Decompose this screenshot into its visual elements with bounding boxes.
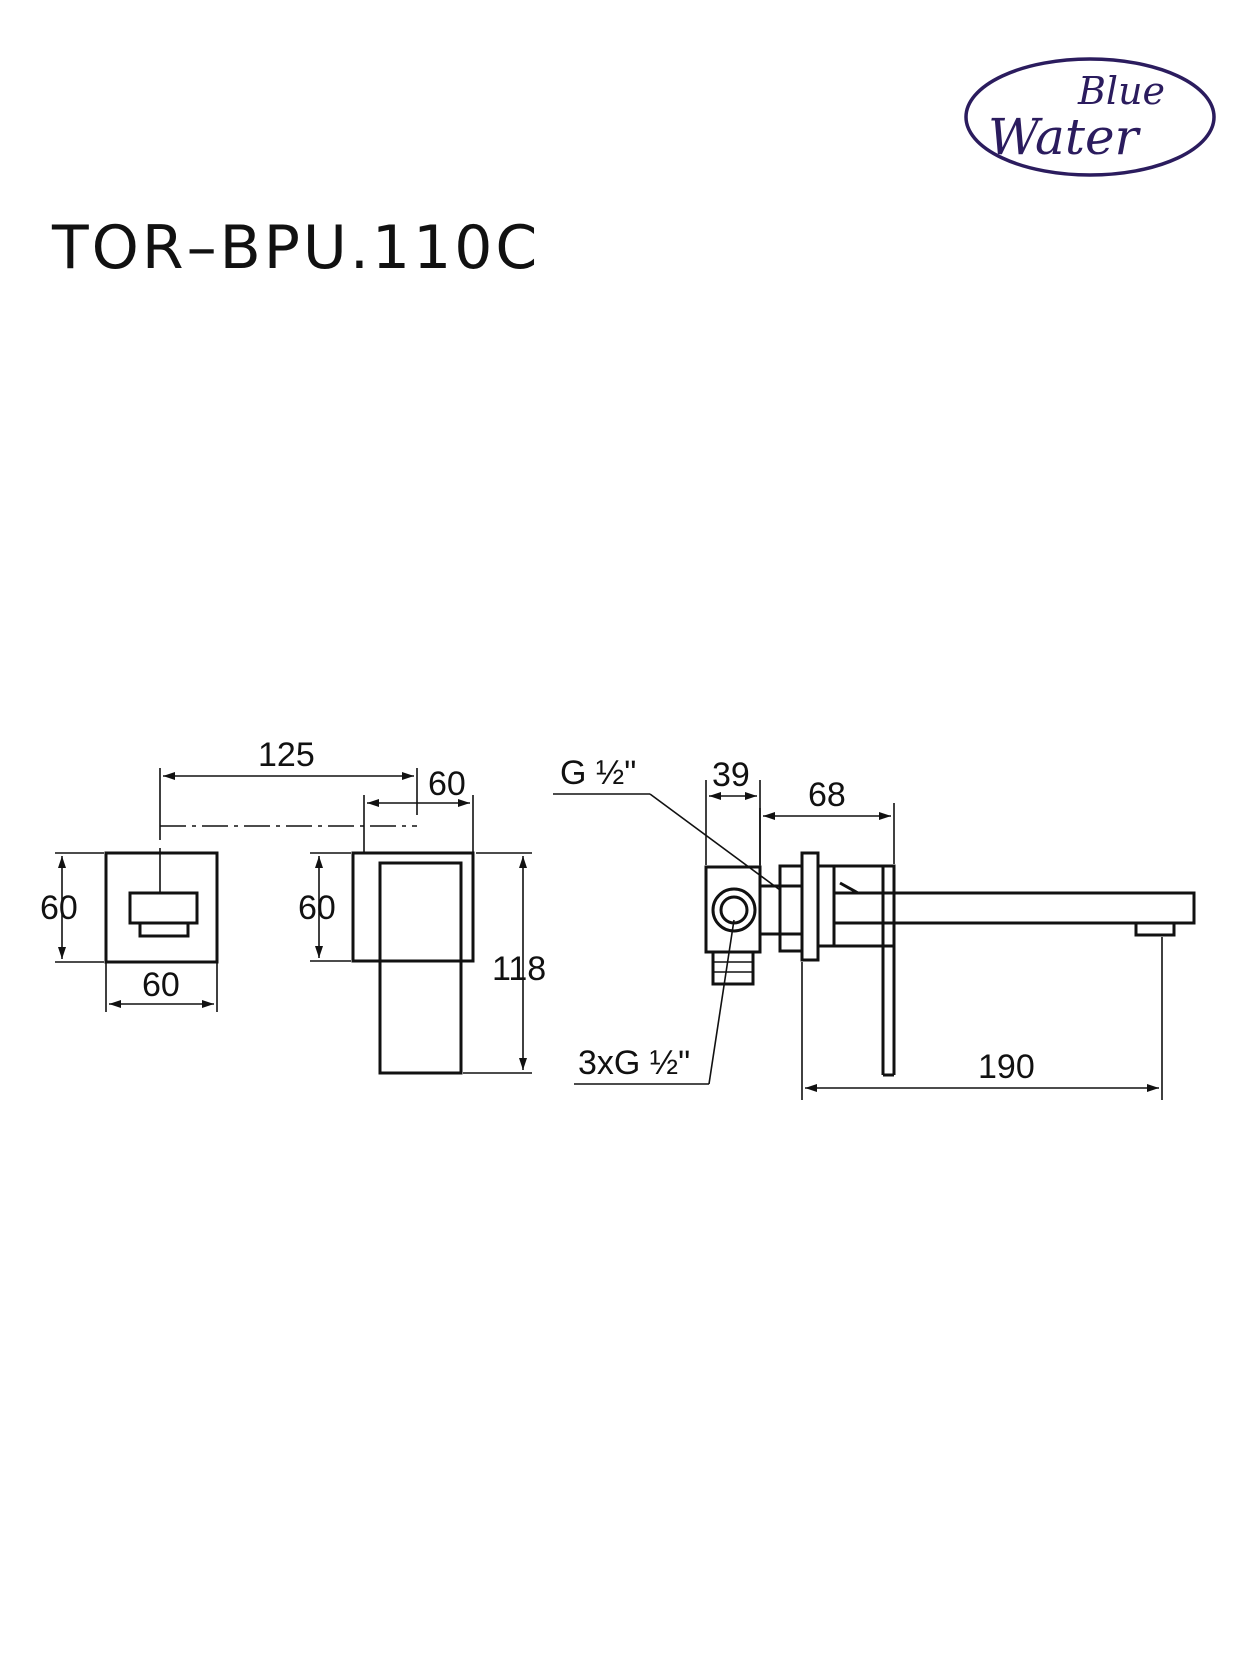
- front-view-spout: [351, 851, 475, 1075]
- model-code: TOR–BPU.110C: [52, 213, 541, 283]
- logo-text-blue: Blue: [1077, 69, 1165, 113]
- front-view-plate: [104, 848, 219, 964]
- dim-label-60-a: 60: [40, 889, 78, 927]
- dim-label-125: 125: [258, 736, 315, 774]
- thread-bottom-text: 3xG ½ʺ: [578, 1044, 690, 1082]
- dim-total-height-mid: 118: [463, 852, 546, 1074]
- dim-label-190: 190: [978, 1048, 1035, 1086]
- dim-label-60-b: 60: [142, 966, 180, 1004]
- dim-label-118: 118: [492, 950, 546, 988]
- dim-spout-depth-front: 60: [363, 765, 474, 853]
- thread-label-bottom: 3xG ½ʺ: [574, 919, 735, 1085]
- dim-body-depth: 39: [705, 756, 761, 865]
- dim-top-width: 125: [159, 736, 418, 840]
- dim-spout-height-mid: 60: [298, 852, 351, 962]
- thread-label-top: G ½ʺ: [553, 754, 781, 891]
- dim-label-60-c: 60: [428, 765, 466, 803]
- dim-plate-offset: 68: [759, 776, 895, 866]
- dim-spout-length: 190: [801, 937, 1163, 1100]
- dim-plate-width-left: 60: [105, 962, 218, 1012]
- dim-label-60-d: 60: [298, 889, 336, 927]
- dim-plate-height-left: 60: [40, 852, 104, 963]
- thread-top-text: G ½ʺ: [560, 754, 636, 792]
- dim-label-39: 39: [712, 756, 750, 794]
- blue-water-logo: Blue Water: [964, 57, 1216, 177]
- side-view-mixer: [704, 851, 1196, 1077]
- dim-label-68: 68: [808, 776, 846, 814]
- logo-text-water: Water: [988, 108, 1142, 166]
